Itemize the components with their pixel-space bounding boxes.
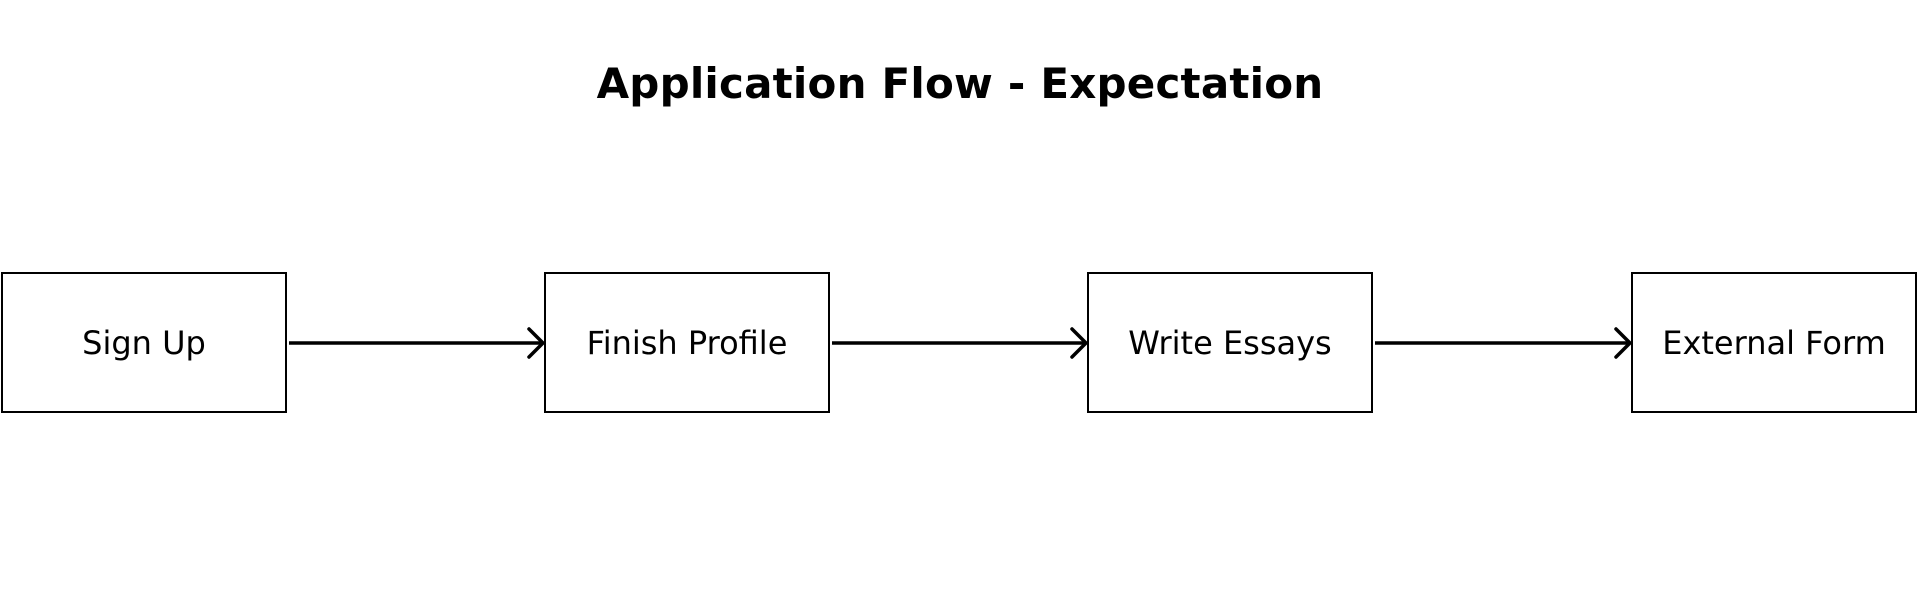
- step-label: Sign Up: [82, 323, 206, 362]
- step-box-write-essays: Write Essays: [1087, 272, 1373, 413]
- step-label: External Form: [1662, 323, 1886, 362]
- step-box-external-form: External Form: [1631, 272, 1917, 413]
- step-box-sign-up: Sign Up: [1, 272, 287, 413]
- connector-write-essays-to-external-form: [1375, 327, 1632, 359]
- step-label: Finish Profile: [586, 323, 788, 362]
- diagram-title: Application Flow - Expectation: [596, 59, 1324, 108]
- connector-sign-up-to-finish-profile: [289, 327, 545, 359]
- connector-finish-profile-to-write-essays: [832, 327, 1088, 359]
- step-label: Write Essays: [1128, 323, 1332, 362]
- arrowhead-icon: [1070, 327, 1088, 359]
- arrowhead-icon: [527, 327, 545, 359]
- step-box-finish-profile: Finish Profile: [544, 272, 830, 413]
- arrowhead-icon: [1614, 327, 1632, 359]
